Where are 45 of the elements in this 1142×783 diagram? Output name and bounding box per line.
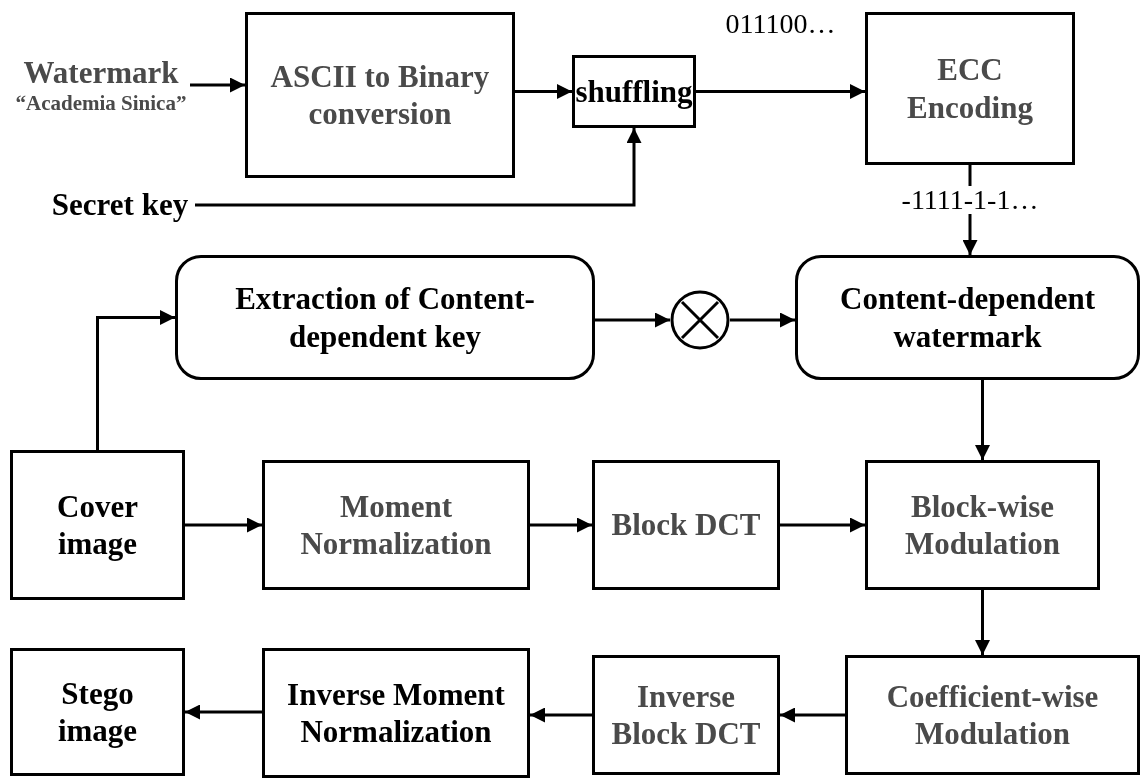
input-label: “Academia Sinica” (15, 91, 187, 117)
process-box (572, 55, 696, 128)
arrow (515, 84, 572, 99)
arrow (195, 128, 642, 207)
arrow (730, 312, 795, 328)
box-label: Extraction of Content-dependent key (234, 280, 536, 355)
arrow (595, 312, 670, 328)
process-box (245, 12, 515, 178)
process-box (262, 460, 530, 590)
box-label: Inverse Moment Normalization (286, 675, 506, 751)
arrow (190, 77, 245, 93)
arrow (530, 517, 592, 533)
box-label: Content-dependent watermark (839, 280, 1096, 355)
box-label: Block-wise Modulation (904, 487, 1061, 563)
arrow (696, 84, 865, 99)
arrow (185, 517, 262, 533)
arrow (185, 704, 262, 720)
arrow (780, 707, 845, 723)
box-label: ECC Encoding (906, 51, 1034, 126)
process-box (865, 12, 1075, 165)
process-box (10, 450, 185, 600)
process-box (262, 648, 530, 778)
box-label: shuffling (575, 72, 693, 111)
process-box (10, 648, 185, 776)
box-label: Cover image (56, 487, 139, 563)
arrow (530, 707, 592, 723)
arrow (96, 310, 175, 450)
process-box (592, 655, 780, 775)
arrow (975, 380, 990, 460)
box-label: Stego image (56, 674, 139, 750)
arrow (780, 517, 865, 533)
input-label: Secret key (51, 186, 189, 224)
input-label: Watermark (23, 53, 179, 91)
box-label: Block DCT (611, 506, 761, 544)
box-label: Moment Normalization (299, 487, 493, 563)
multiplier-circle (670, 290, 730, 350)
arrow (975, 590, 990, 655)
rounded-process-box (795, 255, 1140, 380)
box-label: Coefficient-wise Modulation (885, 677, 1100, 753)
process-box (592, 460, 780, 590)
box-label: Inverse Block DCT (610, 677, 762, 753)
box-label: ASCII to Binary conversion (269, 57, 491, 133)
rounded-process-box (175, 255, 595, 380)
process-box (845, 655, 1140, 775)
process-box (865, 460, 1100, 590)
